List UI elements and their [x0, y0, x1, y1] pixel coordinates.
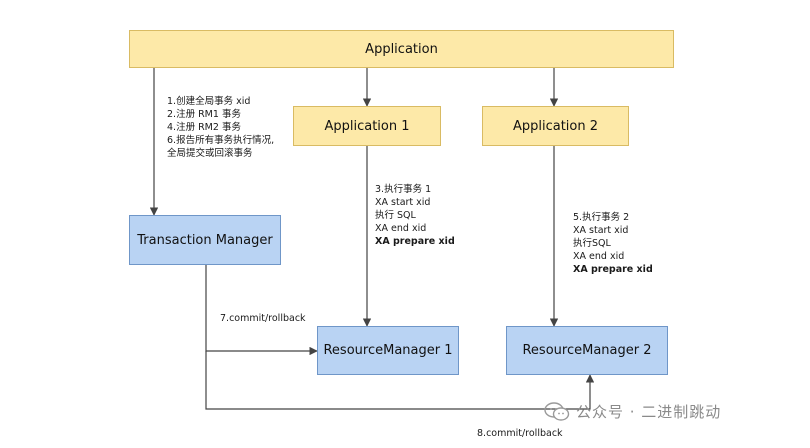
- tm-step-2: 2.注册 RM1 事务: [167, 109, 241, 120]
- wechat-icon: [544, 401, 570, 421]
- tm-step-6-cont: 全局提交或回滚事务: [167, 148, 253, 159]
- app1-exec-sql: 执行 SQL: [375, 210, 416, 221]
- resource-manager-1-node: ResourceManager 1: [317, 326, 459, 375]
- commit-rollback-8-label: 8.commit/rollback: [477, 428, 563, 439]
- app2-step-title: 5.执行事务 2: [573, 212, 630, 223]
- edge-tm-to-rm2: [205, 351, 595, 410]
- app2-xa-prepare: XA prepare xid: [573, 264, 653, 275]
- commit-rollback-7-label: 7.commit/rollback: [220, 313, 306, 324]
- app2-xa-start: XA start xid: [573, 225, 629, 236]
- app2-xa-end: XA end xid: [573, 251, 625, 262]
- transaction-manager-node: Transaction Manager: [129, 215, 281, 265]
- application-node: Application: [129, 30, 674, 68]
- edge-tm-to-rm1: [205, 265, 318, 356]
- application-1-node: Application 1: [293, 106, 441, 146]
- watermark: 公众号 · 二进制跳动: [544, 401, 721, 422]
- watermark-text: 公众号 · 二进制跳动: [576, 403, 722, 421]
- tm-step-1: 1.创建全局事务 xid: [167, 96, 251, 107]
- app2-exec-sql: 执行SQL: [573, 238, 611, 249]
- app2-steps-note: 5.执行事务 2 XA start xid 执行SQL XA end xid X…: [573, 211, 653, 276]
- app1-xa-prepare: XA prepare xid: [375, 236, 455, 247]
- resource-manager-2-node: ResourceManager 2: [506, 326, 668, 375]
- tm-steps-note: 1.创建全局事务 xid 2.注册 RM1 事务 4.注册 RM2 事务 6.报…: [167, 95, 274, 160]
- tm-step-6: 6.报告所有事务执行情况,: [167, 135, 275, 146]
- app1-xa-start: XA start xid: [375, 197, 431, 208]
- app1-xa-end: XA end xid: [375, 223, 427, 234]
- app1-steps-note: 3.执行事务 1 XA start xid 执行 SQL XA end xid …: [375, 183, 455, 248]
- app1-step-title: 3.执行事务 1: [375, 184, 432, 195]
- application-2-node: Application 2: [482, 106, 629, 146]
- tm-step-4: 4.注册 RM2 事务: [167, 122, 241, 133]
